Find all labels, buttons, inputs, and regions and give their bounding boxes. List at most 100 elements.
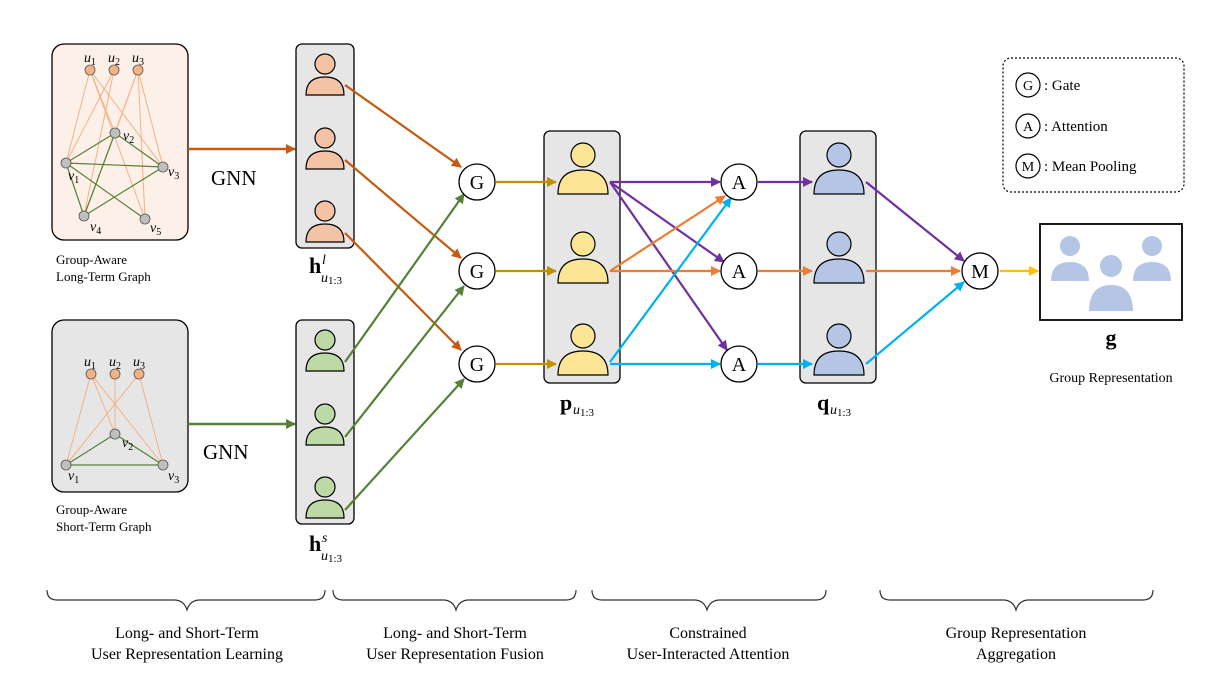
- user-icon: [826, 323, 852, 349]
- attended-user-icons: [813, 142, 865, 376]
- user-icon: [305, 352, 345, 372]
- user-icon: [557, 169, 609, 195]
- node-label: u1: [84, 51, 96, 68]
- user-icon: [305, 223, 345, 243]
- user-icon: [557, 350, 609, 376]
- stage-labels: Long- and Short-Term User Representation…: [91, 625, 1086, 663]
- stage-label: Long- and Short-Term: [115, 625, 259, 642]
- gnn-label-long: GNN: [211, 166, 257, 190]
- item-node: [157, 459, 169, 471]
- user-icon: [813, 258, 865, 284]
- mean-pooling-node: [961, 252, 999, 290]
- arrow-q-to-mean: [865, 281, 965, 365]
- legend-mean-circle: [1015, 153, 1041, 179]
- stage-label: User-Interacted Attention: [627, 646, 790, 663]
- svg-text:h: h: [309, 531, 321, 556]
- item-node: [109, 127, 121, 139]
- legend-text: : Attention: [1044, 119, 1108, 135]
- stage-brace: [879, 589, 1154, 613]
- gate-node: [458, 252, 496, 290]
- node-label: u3: [133, 355, 145, 372]
- arrow-h-long-to-gate: [344, 84, 462, 168]
- attention-symbol: A: [732, 261, 747, 283]
- item-node: [78, 210, 90, 222]
- arrow-p1-to-attention: [609, 181, 725, 263]
- group-representation-label: Group Representation: [1049, 371, 1172, 386]
- attention-node: [720, 163, 758, 201]
- node-label: v1: [68, 169, 79, 186]
- long-term-user-icons: [305, 53, 345, 243]
- svg-text:h: h: [309, 253, 321, 278]
- group-people-icon: [1051, 236, 1171, 313]
- short-term-item-item-edges: [65, 433, 164, 466]
- arrow-h-short-to-gate: [344, 285, 465, 438]
- svg-text:u1:3: u1:3: [573, 403, 595, 419]
- legend-text: : Gate: [1044, 78, 1081, 94]
- user-node: [84, 64, 96, 76]
- long-term-graph-label-2: Long-Term Graph: [56, 269, 151, 284]
- stage-label: Constrained: [669, 625, 746, 642]
- user-icon: [305, 426, 345, 446]
- stage-brace: [332, 589, 577, 613]
- arrow-h-long-to-gate: [344, 232, 462, 351]
- user-node: [109, 368, 121, 380]
- legend-attention-circle: [1015, 113, 1041, 139]
- user-icon: [570, 323, 596, 349]
- arrow-h-short-to-gate: [344, 378, 465, 511]
- user-icon: [813, 169, 865, 195]
- node-label: v2: [123, 129, 134, 146]
- stage-brace: [591, 589, 827, 613]
- arrow-p1-to-attention: [609, 181, 728, 351]
- user-icon: [314, 127, 336, 149]
- legend-gate-circle: [1015, 72, 1041, 98]
- user-icon: [314, 329, 336, 351]
- legend-symbol: A: [1023, 120, 1034, 135]
- legend-symbol: M: [1022, 160, 1035, 175]
- user-icon: [314, 403, 336, 425]
- node-label: v3: [168, 165, 179, 182]
- svg-text:u1:3: u1:3: [321, 549, 343, 565]
- user-icon: [314, 53, 336, 75]
- svg-text:s: s: [322, 531, 328, 546]
- user-node: [133, 368, 145, 380]
- legend: G : Gate A : Attention M : Mean Pooling: [1002, 57, 1185, 193]
- stage-label: User Representation Fusion: [366, 646, 544, 663]
- p-label: p u1:3: [560, 390, 595, 419]
- long-term-graph-panel: u1 u2 u3 v2 v1 v3 v4 v5 Group-Aware Long…: [51, 43, 189, 284]
- stage-label: User Representation Learning: [91, 646, 283, 663]
- short-term-graph-panel: u1 u2 u3 v2 v1 v3 Group-Aware Short-Term…: [51, 319, 189, 534]
- item-node: [60, 459, 72, 471]
- item-node: [109, 428, 121, 440]
- mean-symbol: M: [971, 261, 989, 283]
- gate-symbol: G: [470, 172, 484, 194]
- user-icon: [557, 258, 609, 284]
- short-term-user-icons: [305, 329, 345, 519]
- short-term-user-item-edges: [65, 373, 164, 466]
- node-label: u3: [132, 51, 144, 68]
- long-term-graph-box: [51, 43, 189, 241]
- user-icon: [570, 231, 596, 257]
- node-label: v5: [150, 221, 161, 238]
- legend-symbol: G: [1023, 79, 1033, 94]
- arrow-h-short-to-gate: [344, 193, 465, 363]
- short-term-graph-label-2: Short-Term Graph: [56, 519, 152, 534]
- node-label: v4: [90, 220, 101, 237]
- gate-symbol: G: [470, 261, 484, 283]
- user-icon: [314, 200, 336, 222]
- gate-node: [458, 345, 496, 383]
- gate-symbol: G: [470, 354, 484, 376]
- group-representation: g Group Representation: [1039, 223, 1183, 386]
- node-label: v3: [168, 469, 179, 486]
- item-node: [60, 157, 72, 169]
- user-node: [132, 64, 144, 76]
- stage-braces: [46, 589, 1154, 613]
- user-icon: [826, 231, 852, 257]
- stage-label: Aggregation: [976, 646, 1056, 663]
- user-node: [108, 64, 120, 76]
- arrow-p3-to-attention: [609, 197, 732, 363]
- long-term-item-item-edges: [65, 132, 164, 220]
- node-label: u2: [109, 355, 121, 372]
- stage-label: Long- and Short-Term: [383, 625, 527, 642]
